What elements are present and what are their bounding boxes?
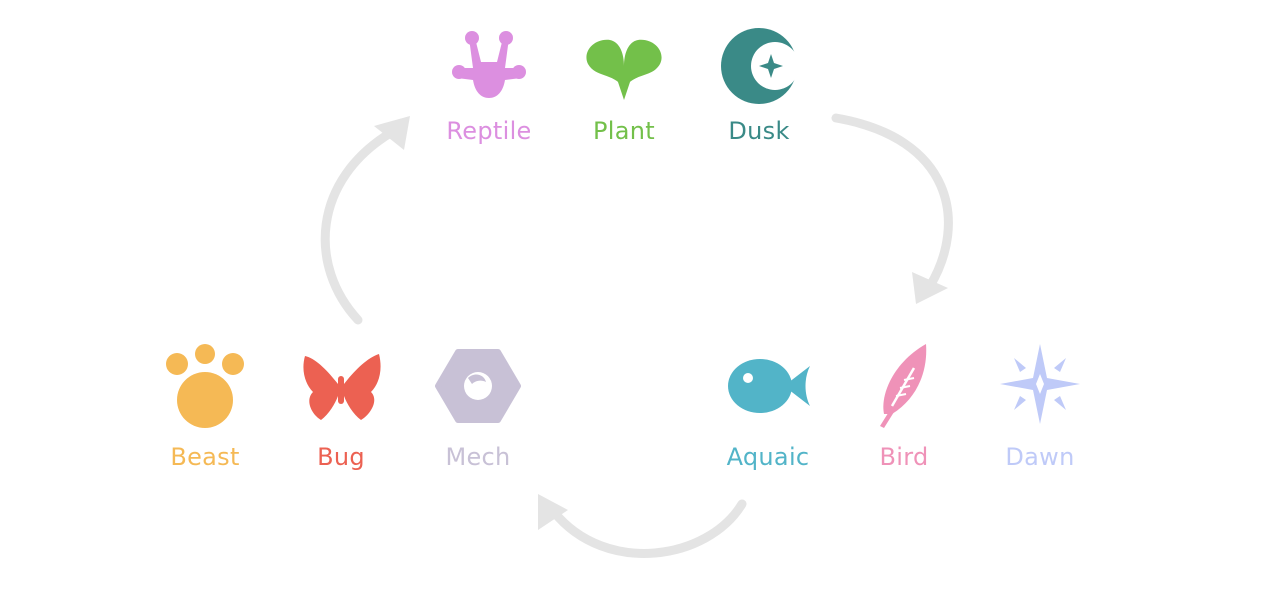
- bird-icon: [880, 344, 927, 428]
- beast-icon: [166, 344, 244, 428]
- class-label-aquatic: Aquaic: [726, 443, 810, 471]
- class-plant: Plant: [564, 26, 684, 146]
- class-label-mech: Mech: [445, 443, 511, 471]
- class-bird: Bird: [844, 340, 964, 472]
- arrow-head-left-to-top: [374, 116, 410, 150]
- class-label-bird: Bird: [879, 443, 929, 471]
- class-label-bug: Bug: [317, 443, 365, 471]
- class-label-beast: Beast: [170, 443, 240, 471]
- dawn-icon: [1000, 344, 1080, 424]
- aquatic-icon: [728, 359, 810, 413]
- class-bug: Bug: [281, 340, 401, 472]
- arrow-head-right-to-left: [538, 494, 568, 530]
- arrow-left-to-top: [320, 127, 397, 325]
- class-dawn: Dawn: [980, 340, 1100, 472]
- class-label-dawn: Dawn: [1005, 443, 1075, 471]
- bug-icon: [303, 354, 381, 420]
- dusk-icon: [721, 28, 799, 104]
- class-reptile: Reptile: [429, 26, 549, 146]
- arrow-top-to-right: [831, 113, 953, 291]
- class-label-plant: Plant: [593, 117, 655, 145]
- class-dusk: Dusk: [699, 26, 819, 146]
- arrow-right-to-left: [549, 499, 747, 558]
- class-label-reptile: Reptile: [446, 117, 532, 145]
- class-beast: Beast: [145, 340, 265, 472]
- arrow-head-top-to-right: [912, 272, 948, 304]
- class-mech: Mech: [418, 340, 538, 472]
- plant-icon: [586, 39, 662, 100]
- class-label-dusk: Dusk: [728, 117, 790, 145]
- mech-icon: [435, 349, 521, 423]
- reptile-icon: [452, 31, 526, 98]
- class-aquatic: Aquaic: [708, 340, 828, 472]
